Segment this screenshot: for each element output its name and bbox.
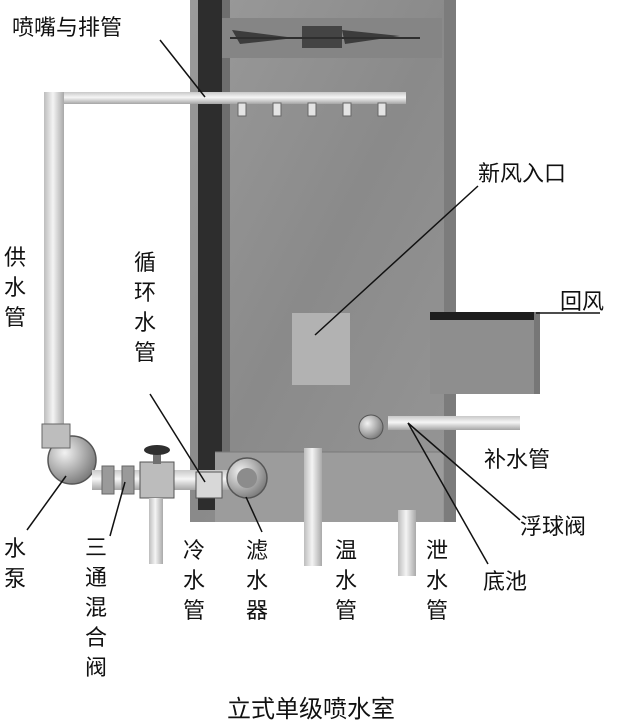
vertical-label-text: 水泵 [4,537,26,592]
label-drain-pipe: 泄水管 [426,539,448,624]
label-circulation-pipe: 循环水管 [134,251,156,366]
label-fresh-air-inlet: 新风入口 [478,162,566,187]
spray-nozzle [343,103,351,116]
label-float-valve: 浮球阀 [520,515,586,540]
spray-header [52,92,406,104]
caption-title: 立式单级喷水室 [227,695,395,723]
float-valve-ball [359,415,383,439]
circulation-pipe-outlet [196,472,222,498]
label-strainer: 滤水器 [246,539,268,624]
label-return-air: 回风 [560,290,604,315]
pump [42,424,96,484]
fresh-air-opening [292,313,350,385]
eliminator-fan [222,18,442,58]
label-nozzle-header: 喷嘴与排管 [12,16,122,41]
return-air-duct [430,312,540,394]
spray-nozzle [308,103,316,116]
cold-water-branch [149,498,163,564]
chamber-dark-wall [198,0,222,510]
label-cold-water-pipe: 冷水管 [183,539,205,624]
spray-nozzle [378,103,386,116]
drain-pipe [398,510,416,576]
label-warm-water-pipe: 温水管 [335,539,357,624]
vertical-label-text: 循环水管 [134,251,156,366]
label-bottom-pool: 底池 [483,570,527,595]
label-three-way-valve: 三通混合阀 [85,536,107,681]
supply-pipe [44,92,64,432]
label-pump: 水泵 [4,537,26,592]
spray-nozzle [238,103,246,116]
spray-chamber [190,0,456,522]
three-way-mixing-valve [140,445,174,564]
vertical-label-text: 温水管 [335,539,357,624]
vertical-label-text: 滤水器 [246,539,268,624]
vertical-label-text: 三通混合阀 [85,536,107,681]
vertical-label-text: 冷水管 [183,539,205,624]
spray-nozzle [273,103,281,116]
vertical-label-text: 供水管 [4,246,26,331]
label-makeup-pipe: 补水管 [484,448,550,473]
strainer [227,458,267,498]
vertical-label-text: 泄水管 [426,539,448,624]
warm-water-pipe [304,448,322,566]
label-supply-pipe: 供水管 [4,246,26,331]
makeup-pipe [388,416,520,430]
